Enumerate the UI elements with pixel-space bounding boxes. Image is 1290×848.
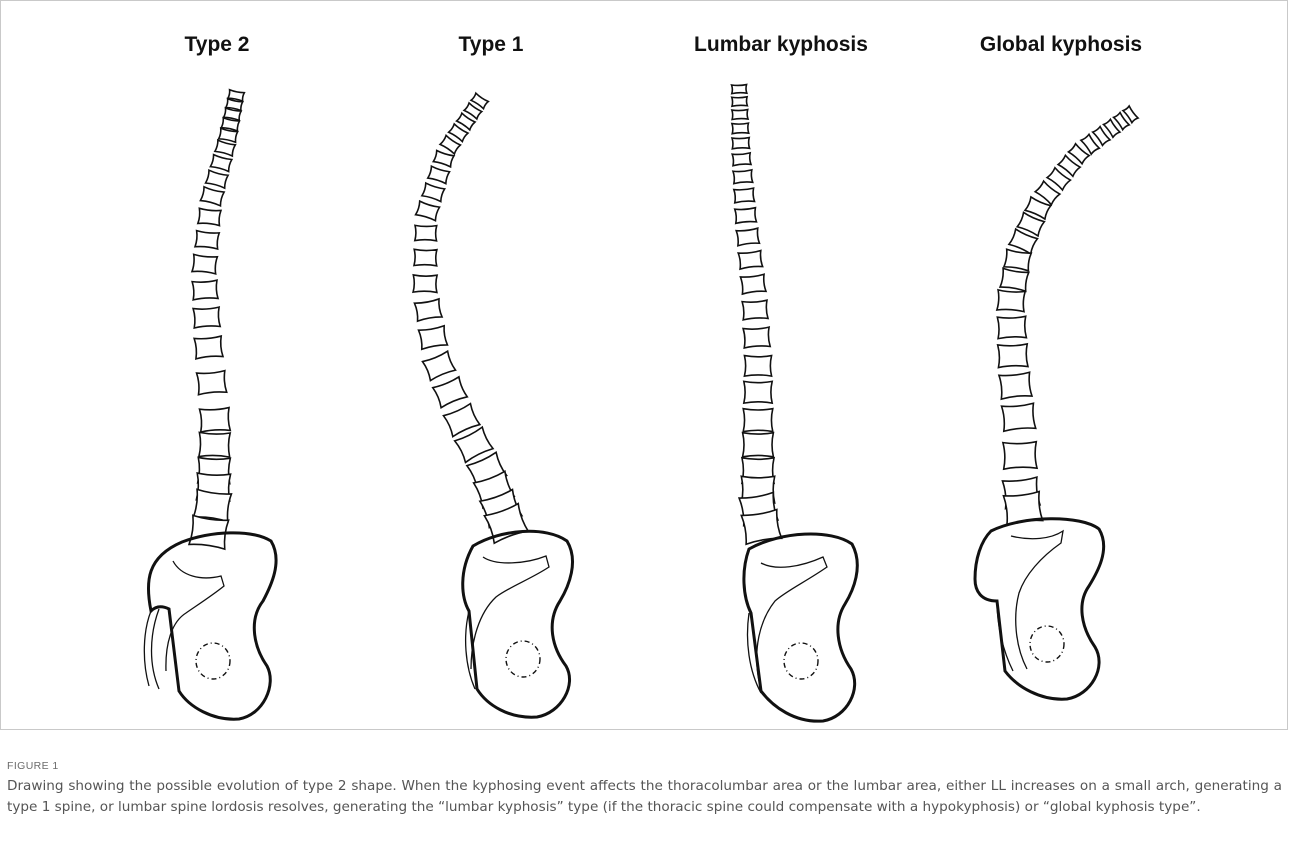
vertebra	[997, 316, 1026, 338]
vertebra	[1000, 268, 1029, 291]
vertebra	[433, 377, 468, 408]
panel-title-type1: Type 1	[341, 33, 641, 57]
panel-title-lumbar-kyphosis: Lumbar kyphosis	[631, 33, 931, 57]
figure-panel: Type 2 Type 1 Lumbar kyphosis Global kyp…	[0, 0, 1288, 730]
vertebra	[997, 290, 1025, 312]
vertebra	[194, 336, 223, 359]
vertebra	[743, 409, 773, 432]
vertebra	[742, 300, 768, 320]
vertebra	[192, 280, 218, 300]
vertebra	[732, 97, 748, 106]
vertebra	[999, 372, 1032, 399]
vertebra	[413, 275, 437, 293]
vertebra	[419, 326, 448, 350]
acetabulum-global	[1030, 626, 1064, 662]
vertebra	[732, 153, 751, 166]
spine-drawing	[1, 1, 1289, 731]
vertebra	[998, 344, 1028, 368]
pelvis-type1	[463, 531, 573, 717]
vertebra	[195, 231, 219, 249]
spine-type2	[189, 90, 244, 549]
pelvis-type2	[144, 533, 276, 719]
vertebra	[744, 356, 771, 377]
vertebra	[414, 299, 442, 321]
vertebra	[732, 110, 748, 120]
vertebra	[732, 123, 749, 134]
acetabulum-type2	[196, 643, 230, 679]
vertebra	[197, 371, 227, 395]
vertebra	[734, 188, 755, 203]
acetabulum-type1	[506, 641, 540, 677]
vertebra	[1003, 442, 1037, 469]
spine-lumbar-kyphosis	[732, 85, 782, 545]
vertebra	[206, 170, 229, 188]
vertebra	[422, 183, 445, 202]
vertebra	[738, 250, 762, 269]
vertebra	[198, 208, 221, 225]
vertebra	[743, 433, 774, 457]
vertebra	[215, 140, 235, 156]
vertebra	[210, 155, 231, 172]
vertebra	[192, 254, 217, 274]
vertebra	[736, 228, 759, 246]
vertebra	[414, 249, 437, 265]
vertebra	[732, 85, 747, 94]
vertebra	[415, 225, 437, 240]
figure-caption: Drawing showing the possible evolution o…	[7, 776, 1282, 817]
pelvis-global-kyphosis	[975, 519, 1104, 699]
panel-title-type2: Type 2	[67, 33, 367, 57]
panel-title-global-kyphosis: Global kyphosis	[911, 33, 1211, 57]
spine-global-kyphosis	[997, 106, 1138, 525]
vertebra	[743, 327, 770, 348]
vertebra	[200, 408, 231, 432]
vertebra	[735, 208, 757, 224]
vertebra	[423, 351, 456, 380]
vertebra	[1002, 403, 1036, 431]
vertebra	[428, 166, 450, 183]
vertebra	[199, 432, 230, 457]
vertebra	[732, 138, 750, 149]
vertebra	[1004, 249, 1031, 271]
vertebra	[744, 381, 772, 403]
pelvis-lumbar-kyphosis	[744, 534, 857, 721]
acetabulum-lumbar	[784, 643, 818, 679]
vertebra	[416, 201, 440, 221]
spine-type1	[413, 93, 528, 543]
figure-label: FIGURE 1	[7, 760, 59, 772]
vertebra	[740, 274, 766, 294]
vertebra	[193, 307, 220, 328]
vertebra	[433, 151, 454, 167]
vertebra	[733, 170, 753, 184]
vertebra	[200, 187, 224, 206]
